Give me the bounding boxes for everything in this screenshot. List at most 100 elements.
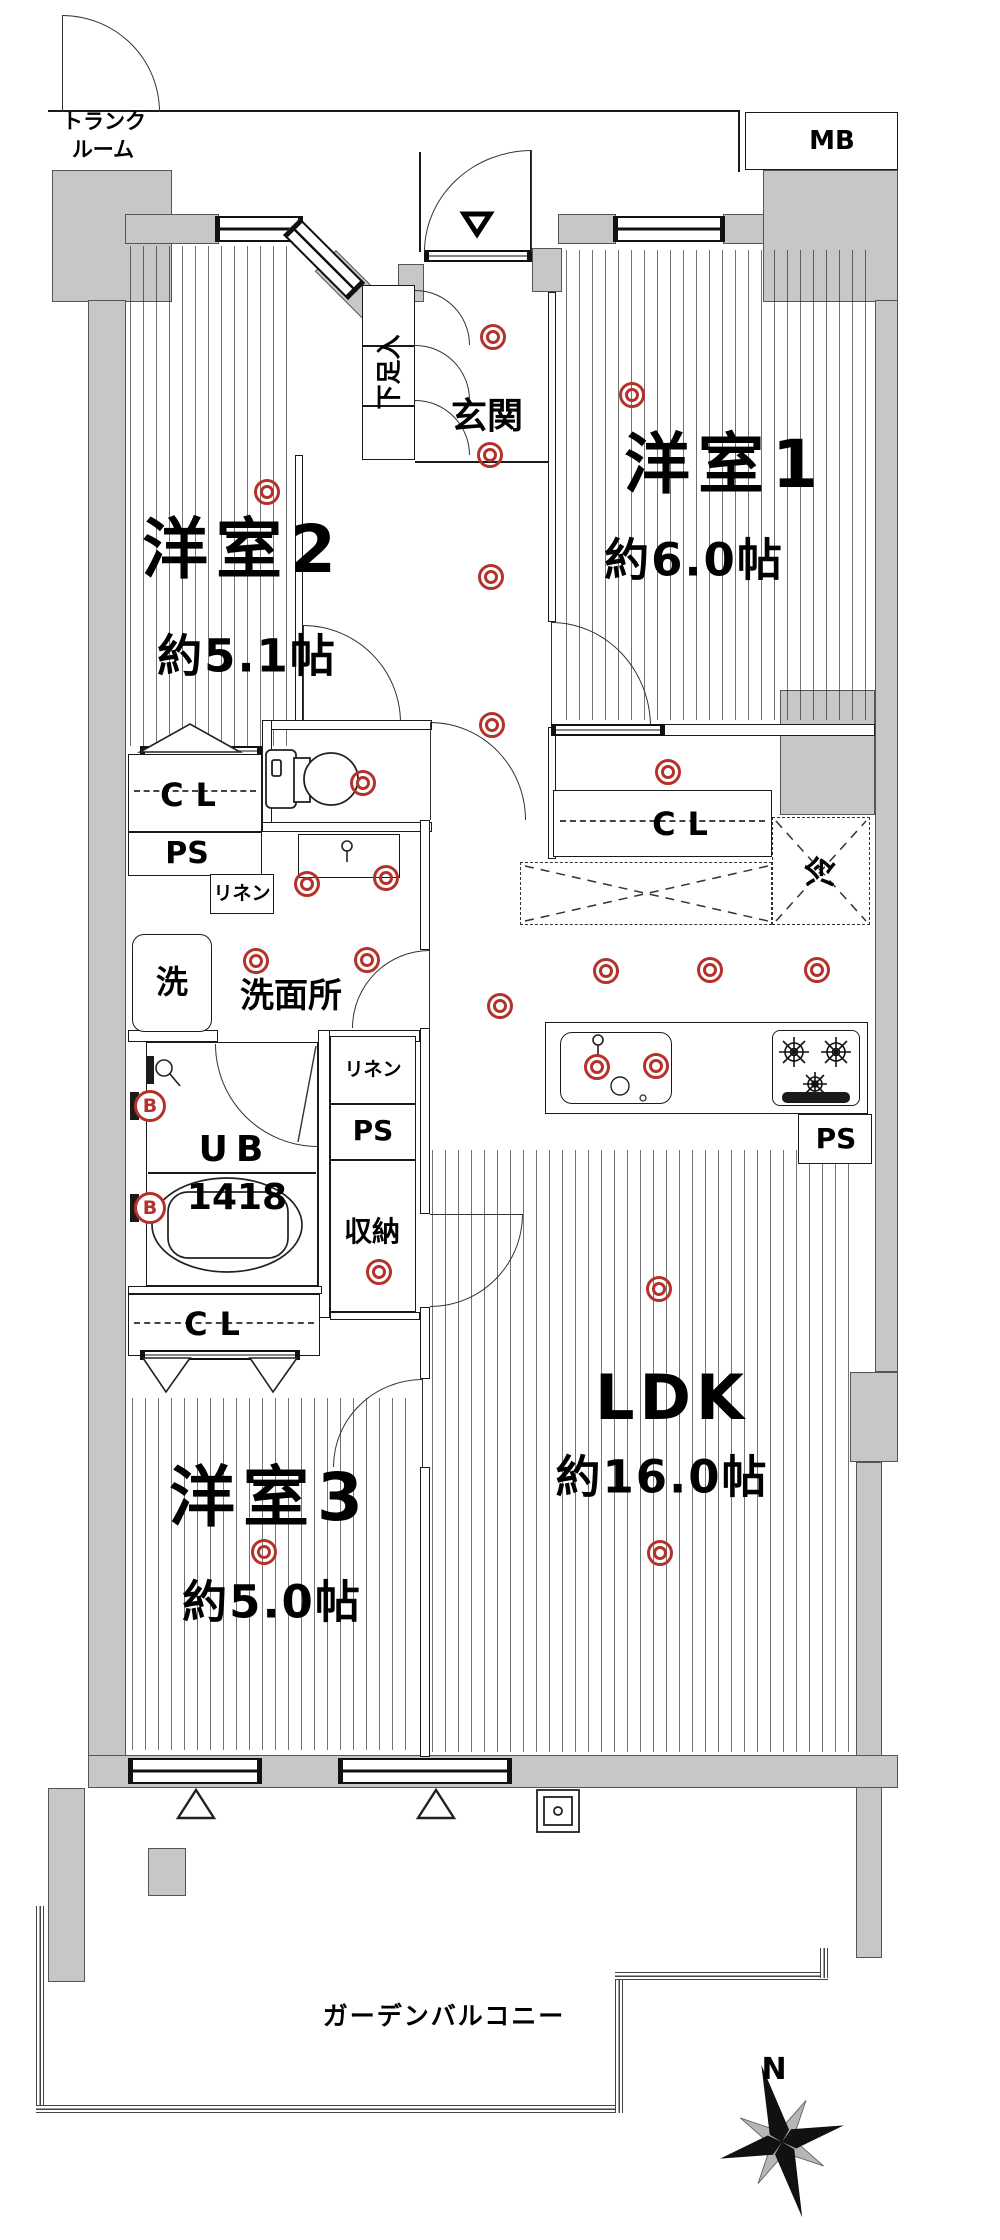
wall-right-lower: [856, 1462, 882, 1958]
wall-hall-western1: [548, 292, 556, 622]
room-label-western2: 洋室2: [142, 511, 344, 588]
bath-mark-symbol: B: [134, 1090, 166, 1122]
pipe-space-box-2: [330, 1104, 416, 1160]
storage-label: 収納: [343, 1215, 401, 1248]
folding-door-icon: [141, 1357, 192, 1394]
window-entrance-diagonal: [283, 218, 366, 301]
ceiling-light-symbol: [804, 957, 830, 983]
wall-left: [88, 300, 126, 1758]
ceiling-light-symbol: [593, 958, 619, 984]
wall-storage-bottom: [330, 1312, 420, 1320]
wall-spine: [420, 820, 430, 950]
unit-bath-size-label: 1418: [186, 1177, 288, 1218]
wall-spine: [420, 1467, 430, 1757]
ceiling-light-symbol: [647, 1540, 673, 1566]
entrance-door-arc: [424, 150, 532, 252]
wall-western1-south: [663, 724, 875, 736]
wall-ub-closet-divider: [128, 1286, 322, 1294]
shoe-cabinet-divider: [363, 405, 414, 407]
balcony-fence: [36, 2105, 622, 2113]
linen-box-1: [210, 874, 274, 914]
room-label-western3: 洋室3: [169, 1459, 371, 1536]
wall-western2-right: [295, 455, 303, 727]
unit-bath-divider: [148, 1172, 316, 1174]
pipe-space-kitchen-box: [798, 1114, 872, 1164]
slop-sink-icon: [536, 1789, 580, 1833]
washing-machine: [132, 934, 212, 1032]
property-line-top-right: [738, 110, 740, 172]
wall-balcony-nub: [148, 1848, 186, 1896]
western3-door-arc: [333, 1379, 423, 1467]
western1-closet: [553, 790, 772, 857]
balcony-step-icon: [175, 1787, 217, 1820]
shoe-cabinet-label: 下足入: [374, 334, 404, 410]
window-western3-balcony: [128, 1758, 262, 1784]
western3-closet: [128, 1294, 320, 1356]
pipe-space-label: PS: [352, 1114, 394, 1147]
trunk-room-door-arc: [62, 15, 160, 112]
closet-label: CL: [160, 776, 228, 814]
washer-label: 洗: [155, 963, 189, 1001]
trunk-room-label: ルーム: [71, 137, 135, 162]
pipe-space-box-1: [128, 832, 262, 876]
window-western1-top: [613, 216, 725, 242]
ceiling-light-symbol: [294, 871, 320, 897]
ceiling-light-symbol: [643, 1053, 669, 1079]
compass-north-label: N: [761, 2052, 787, 2087]
wall-top-band-mid: [558, 214, 616, 244]
room-label-entrance: 玄関: [450, 396, 524, 437]
wall-balcony-left: [48, 1788, 85, 1982]
western3-closet-rail: [134, 1322, 314, 1324]
ceiling-light-symbol: [373, 865, 399, 891]
room-area-western2: 約5.1帖: [157, 629, 337, 683]
meter-box: [745, 112, 898, 170]
room-label-western1: 洋室1: [624, 426, 826, 503]
ceiling-light-symbol: [655, 759, 681, 785]
wall-toilet-left: [262, 720, 272, 832]
storage-box: [330, 1160, 416, 1312]
trunk-room-label: トランク: [62, 109, 146, 134]
room-label-washroom: 洗面所: [240, 976, 342, 1016]
window-ldk-balcony: [338, 1758, 512, 1784]
linen-label: リネン: [344, 1058, 402, 1081]
room-area-western3: 約5.0帖: [182, 1575, 362, 1629]
ceiling-light-symbol: [480, 324, 506, 350]
shoe-cabinet-door-arc: [415, 290, 470, 345]
linen-label: リネン: [213, 882, 271, 905]
ceiling-light-symbol: [478, 564, 504, 590]
balcony-step-icon: [415, 1787, 457, 1820]
ceiling-light-symbol: [477, 442, 503, 468]
pipe-space-label: PS: [815, 1122, 857, 1155]
western1-closet-rail: [560, 820, 765, 822]
ceiling-light-symbol: [366, 1259, 392, 1285]
wall-entrance-right: [532, 248, 562, 292]
balcony-fence: [615, 1976, 623, 2113]
porch-line-left: [419, 152, 421, 252]
western2-closet-rail: [134, 790, 256, 792]
cupboard-space: [520, 862, 772, 925]
closet-label: CL: [652, 805, 720, 843]
linen-box-2: [330, 1036, 416, 1104]
ceiling-light-symbol: [243, 948, 269, 974]
ceiling-light-symbol: [251, 1539, 277, 1565]
shoe-cabinet-divider: [363, 345, 414, 347]
wall-top-band-left: [125, 214, 219, 244]
room-area-ldk: 約16.0帖: [555, 1450, 769, 1504]
ceiling-light-symbol: [584, 1054, 610, 1080]
ceiling-light-symbol: [254, 479, 280, 505]
refrigerator-label: 冷: [802, 854, 840, 888]
meter-box-label: MB: [809, 126, 855, 156]
balcony-fence: [36, 1906, 44, 2112]
balcony-fence: [615, 1972, 828, 1980]
property-line-top: [48, 110, 740, 112]
wall-toilet-top: [262, 720, 432, 730]
folding-door-icon: [248, 1357, 299, 1394]
ceiling-light-symbol: [354, 947, 380, 973]
wall-toilet-bottom: [262, 822, 432, 832]
western1-closet-sill: [551, 724, 665, 736]
toilet-door-arc: [430, 722, 526, 820]
floor-western1: [566, 250, 872, 720]
wall-ub-column-divider: [318, 1030, 330, 1318]
wall-right: [875, 300, 898, 1372]
